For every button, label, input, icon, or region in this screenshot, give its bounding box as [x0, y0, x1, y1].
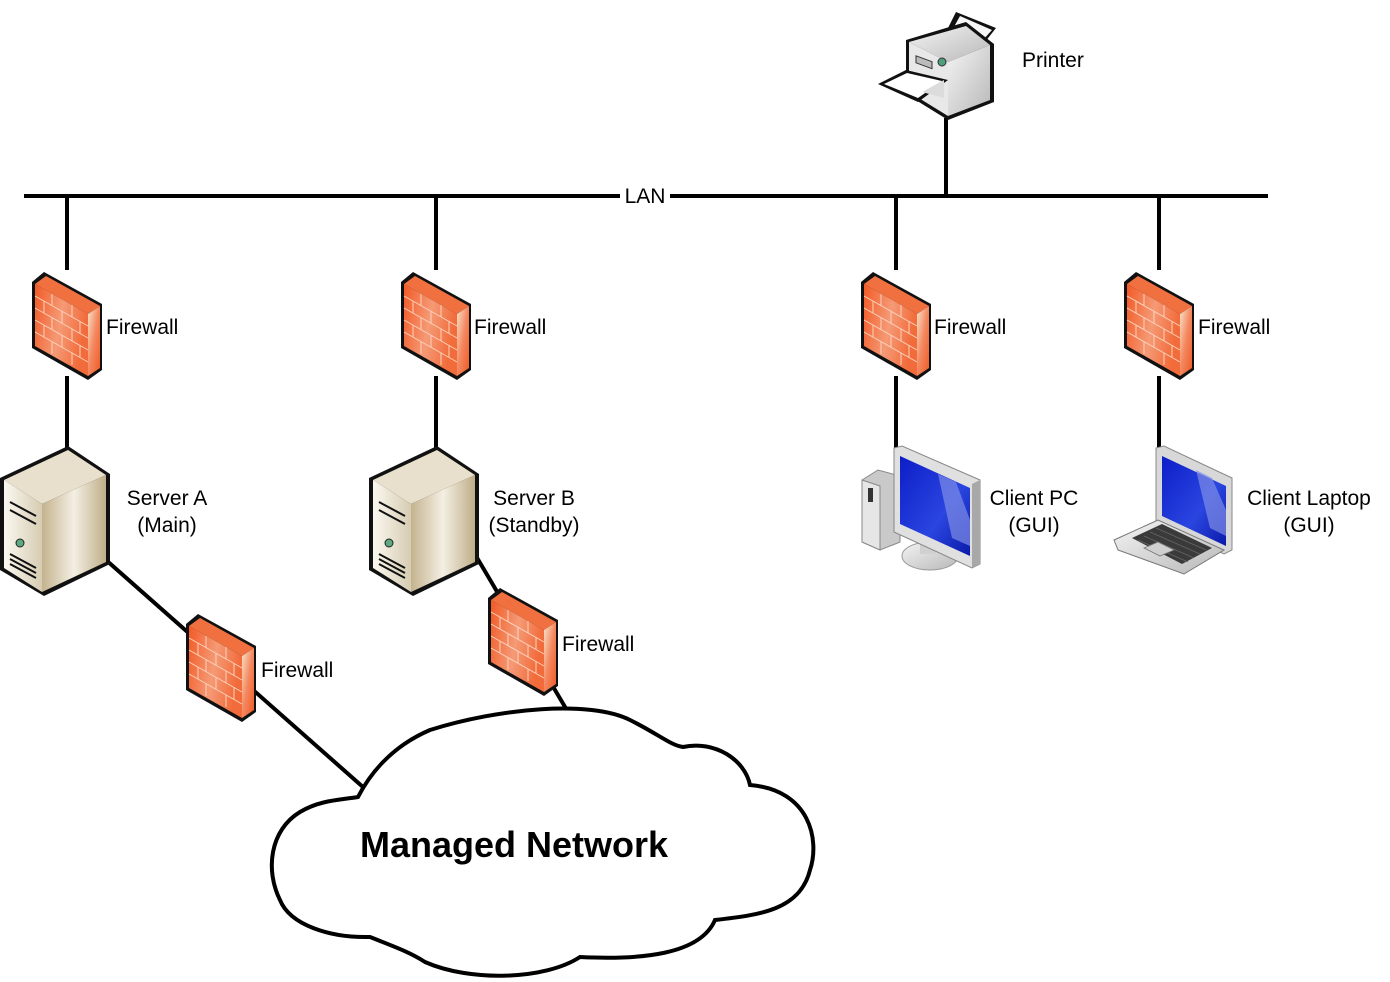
firewall-icon-server-a-network[interactable]: [185, 613, 257, 723]
printer-label: Printer: [1022, 49, 1084, 72]
server-a-role: (Main): [137, 514, 197, 537]
firewall-label: Firewall: [934, 316, 1006, 339]
server-b-role: (Standby): [488, 514, 579, 537]
client-pc-name: Client PC: [990, 487, 1079, 510]
lan-label: LAN: [625, 185, 666, 208]
client-laptop-role: (GUI): [1283, 514, 1334, 537]
server-a-name: Server A: [127, 487, 208, 510]
firewall-icon-client-pc[interactable]: [860, 271, 932, 381]
client-laptop-name: Client Laptop: [1247, 487, 1371, 510]
firewall-label: Firewall: [1198, 316, 1270, 339]
firewall-icon-client-laptop[interactable]: [1123, 271, 1195, 381]
firewall-label: Firewall: [562, 633, 634, 656]
server-icon-server-a[interactable]: [0, 445, 111, 597]
server-b-name: Server B: [493, 487, 575, 510]
firewall-icon-server-b-lan[interactable]: [400, 271, 472, 381]
client-pc-role: (GUI): [1008, 514, 1059, 537]
laptop-icon[interactable]: [1113, 445, 1233, 575]
cloud-icon[interactable]: [269, 706, 816, 978]
printer-icon[interactable]: [878, 12, 996, 120]
firewall-label: Firewall: [474, 316, 546, 339]
firewall-icon-server-a-lan[interactable]: [31, 271, 103, 381]
firewall-label: Firewall: [261, 659, 333, 682]
desktop-pc-icon[interactable]: [861, 445, 981, 571]
firewall-icon-server-b-network[interactable]: [487, 587, 559, 697]
cloud-label: Managed Network: [360, 824, 669, 865]
server-icon-server-b[interactable]: [368, 445, 480, 597]
firewall-label: Firewall: [106, 316, 178, 339]
